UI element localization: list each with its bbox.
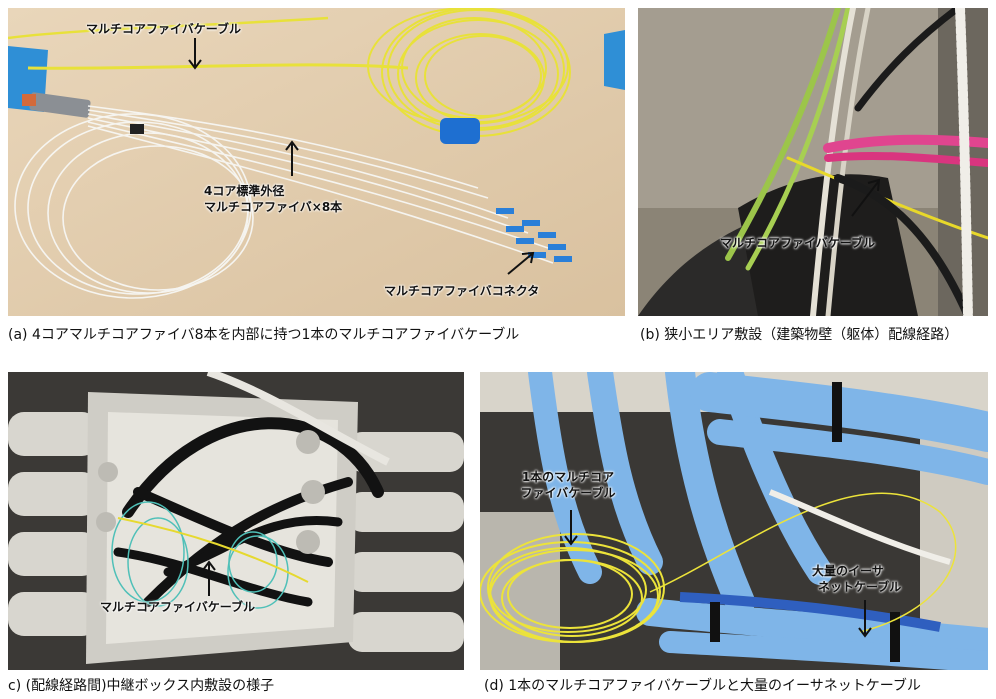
- label-a-cable: マルチコアファイバケーブル: [86, 22, 242, 36]
- arrow-up-icon: [202, 560, 216, 596]
- caption-a: (a) 4コアマルチコアファイバ8本を内部に持つ1本のマルチコアファイバケーブル: [8, 327, 520, 343]
- photo-c-image: [8, 372, 464, 670]
- caption-c: c) (配線経路間)中継ボックス内敷設の様子: [8, 678, 275, 694]
- photo-a-image: [8, 8, 625, 316]
- label-b-cable: マルチコアファイバケーブル: [720, 236, 876, 250]
- label-c-cable: マルチコアファイバケーブル: [100, 600, 256, 614]
- caption-d: (d) 1本のマルチコアファイバケーブルと大量のイーサネットケーブル: [484, 678, 921, 694]
- photo-b: マルチコアファイバケーブル: [638, 8, 988, 316]
- label-a-fiber-1: 4コア標準外径: [204, 184, 285, 198]
- label-d-mcf-2: ファイバケーブル: [520, 486, 616, 500]
- arrow-down-icon: [858, 600, 872, 638]
- arrow-diagonal-icon: [851, 178, 881, 217]
- label-d-eth-2: ネットケーブル: [818, 580, 902, 594]
- caption-b: (b) 狭小エリア敷設（建築物壁（躯体）配線経路）: [640, 327, 959, 343]
- arrow-down-icon: [188, 38, 202, 70]
- photo-a: マルチコアファイバケーブル 4コア標準外径 マルチコアファイバ×8本 マルチコア…: [8, 8, 625, 316]
- arrow-up-icon: [285, 140, 299, 176]
- label-d-eth-1: 大量のイーサ: [812, 564, 884, 578]
- photo-c: マルチコアファイバケーブル: [8, 372, 464, 670]
- photo-d-image: [480, 372, 988, 670]
- arrow-down-icon: [564, 510, 578, 546]
- label-d-mcf-1: 1本のマルチコア: [521, 470, 615, 484]
- photo-b-image: [638, 8, 988, 316]
- photo-d: 1本のマルチコア ファイバケーブル 大量のイーサ ネットケーブル: [480, 372, 988, 670]
- arrow-diagonal-icon: [507, 251, 535, 275]
- label-a-connector: マルチコアファイバコネクタ: [384, 284, 540, 298]
- label-a-fiber-2: マルチコアファイバ×8本: [204, 200, 343, 214]
